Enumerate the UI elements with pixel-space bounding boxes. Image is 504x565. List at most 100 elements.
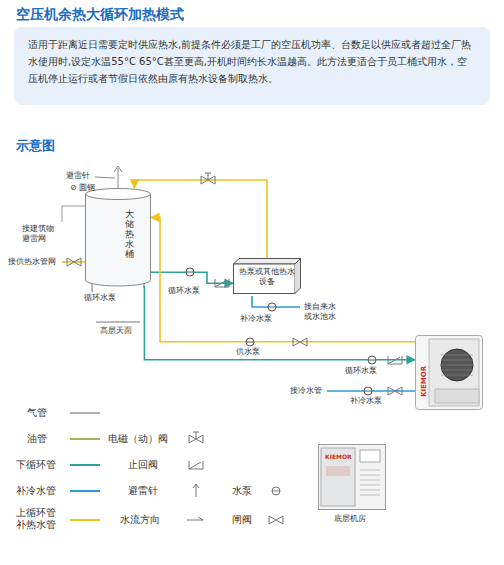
lightning-rod [95,166,122,190]
node-caption: 底层机房 [334,514,366,524]
lightning-rod [118,168,119,190]
legend-text: 止回阀 [128,459,158,471]
pipe-label: 避雷针 [66,171,90,181]
heat-pump-box-outline [295,259,301,294]
check-symbol [388,356,402,364]
air-compressor-outline [360,470,380,471]
air-compressor-outline [360,450,380,462]
pump-symbol [364,387,372,395]
heat-pump-box-outline [234,259,301,265]
rod-symbol [193,484,199,497]
pipe-label: 接供热水管网 [8,257,56,267]
legend-text: 水流方向 [120,514,160,526]
air-compressor-outline [326,466,350,476]
heat-pump-unit-outline [416,336,483,410]
air-compressor-outline [360,490,380,491]
pipe-label: 补冷水泵 [350,396,382,406]
heat-pump-unit-outline [429,339,479,406]
line-symbol [70,491,100,492]
heat-pump-unit-outline [435,389,479,403]
node-text: KIEMOR [420,366,428,397]
gate-symbol [293,338,307,346]
air-compressor-outline [319,445,386,510]
air-compressor-outline [321,448,355,506]
node-text: KIEMOR [325,453,352,460]
node-text: 适用于距离近日需要定时供应热水,前提条件必须是工厂的空压机功率、台数足以供应或者… [28,36,476,87]
roof-line [96,322,140,323]
ground-wire [62,206,85,222]
page-title: 空压机余热大循环加热模式 [16,6,184,23]
solenoid-symbol [205,173,211,180]
intro-panel-outline [14,27,490,105]
gate-symbol [67,258,81,266]
line-symbol [70,465,100,466]
pump-symbol [272,487,280,495]
heat-pump-unit: KIEMOR [415,335,483,410]
pipe-label: 循环水泵 [345,366,377,376]
pump-symbol [268,307,276,308]
gate-symbol [67,258,81,266]
pump-symbol [368,356,376,364]
legend-text: 水泵 [232,485,252,497]
arrow-symbol [187,517,203,520]
gate-symbol [388,387,402,395]
node-text: 大储热水桶 [125,210,134,259]
pump-symbol [246,338,254,346]
ground-wire [62,206,85,222]
legend-text: 上循环管 补热水管 [16,507,57,531]
line-symbol [70,490,100,492]
pump-symbol [268,303,276,311]
pump-symbol [186,268,194,276]
heat-pump-unit-outline [441,375,473,376]
storage-tank: 大储热水桶 [85,188,151,286]
pump-symbol [272,491,280,492]
line-symbol [70,464,100,466]
legend-text: 电磁（动）阀 [108,433,168,445]
pipe-label: 接冷水管 [290,386,322,396]
gate-symbol [269,516,283,524]
cold-water-pipe [252,296,415,391]
tank-legs [91,284,92,292]
pump-symbol [186,268,194,276]
pipe-label: 接建筑物避雷网 [22,224,55,243]
check-symbol [189,461,203,469]
pump-symbol [272,487,280,495]
line-symbol [70,412,100,414]
gate-symbol [388,387,402,395]
section-heading: 示意图 [16,138,55,154]
pipe-label: 循环水泵 [84,293,116,303]
node-text: 热泵或其他热水设备 [239,267,295,288]
line-symbol [70,520,100,521]
storage-tank-outline [86,189,151,200]
solenoid-symbol [201,173,215,184]
line-symbol [70,438,100,440]
pipe-label: 供水泵 [236,347,260,357]
pump-symbol [186,272,194,273]
heat-pump-unit-outline [441,349,473,381]
line-symbol [70,519,100,521]
legend-text: 油管 [27,433,47,445]
lightning-rod [114,166,122,172]
storage-tank-outline [85,188,151,286]
heat-pump-unit-outline [441,370,473,371]
heat-pump-unit-outline [441,365,473,366]
heat-pump-box: 热泵或其他热水设备 [233,258,301,294]
pump-symbol [368,356,376,364]
storage-tank-outline [86,194,151,286]
legend-text: 闸阀 [232,514,252,526]
check-symbol [215,279,229,287]
pipe-connector [135,180,268,258]
air-compressor-outline [360,480,380,481]
pipe-label: ⊘ 圆钢 [70,183,95,193]
legend-text: 补冷水管 [16,485,56,497]
pump-symbol [368,360,376,361]
pipe-label: 接自来水或水池水 [304,302,337,321]
gate-symbol [293,338,307,346]
pump-symbol [364,391,372,392]
check-symbol [189,461,203,469]
pipe-label: 循环水泵 [168,286,200,296]
air-compressor-outline [360,495,380,496]
legend-text: 下循环管 [16,459,56,471]
arrow-symbol [187,517,203,520]
lightning-rod [95,177,115,178]
